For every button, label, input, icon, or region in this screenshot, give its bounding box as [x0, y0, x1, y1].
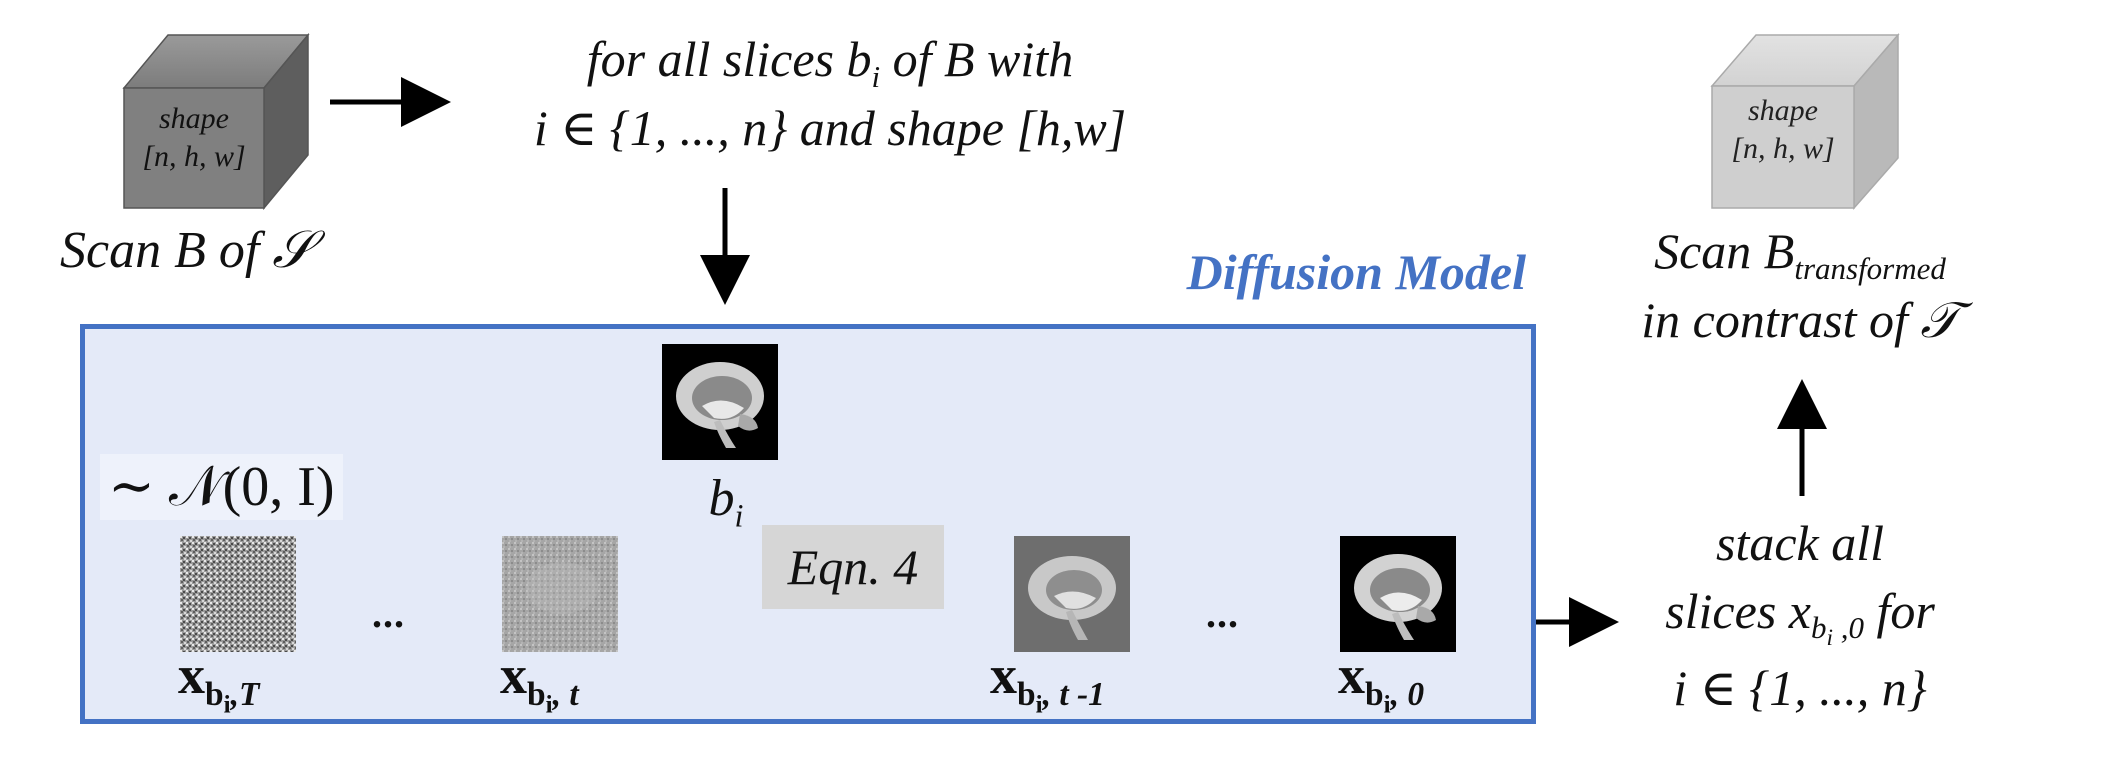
source-caption: Scan B of 𝒮 — [60, 222, 313, 279]
stack-line2-sub-b: b — [1810, 610, 1827, 646]
node-label-x0-base: x — [1338, 645, 1365, 705]
slices-line1-a: for all slices b — [586, 31, 872, 87]
source-cube — [122, 32, 310, 211]
stack-line1: stack all — [1715, 515, 1885, 571]
slices-description: for all slices bi of B with i ∈ {1, ...,… — [440, 28, 1220, 159]
brain-image-x0 — [1340, 536, 1456, 652]
node-label-xt: xbi, t — [500, 644, 579, 719]
noise-image-xT — [180, 536, 296, 652]
node-label-xT-sub-b: b — [205, 675, 224, 713]
condition-label-main: b — [708, 470, 735, 527]
stack-line3: i ∈ {1, ..., n} — [1673, 659, 1927, 716]
node-label-xT-base: x — [178, 645, 205, 705]
node-label-xT-sub-i: i — [223, 691, 231, 719]
stack-line2-b: for — [1863, 582, 1935, 639]
node-label-xt-minus-1-sub-b: b — [1017, 675, 1036, 713]
stack-line2-sub-i: i — [1826, 625, 1833, 652]
source-cube-label-line1: shape — [159, 102, 229, 135]
target-cube-label: shape [n, h, w] — [1712, 92, 1854, 167]
node-label-x0-sub-i: i — [1383, 691, 1391, 719]
target-cube-label-line1: shape — [1748, 94, 1818, 127]
target-caption-line2: in contrast of 𝒯 — [1641, 291, 1959, 348]
noise-distribution: ∼ 𝒩(0, I) — [100, 454, 343, 520]
condition-label-sub: i — [734, 497, 744, 534]
target-caption-sub: transformed — [1794, 250, 1946, 286]
target-caption-prefix: Scan B — [1654, 223, 1795, 279]
node-label-x0-sub-b: b — [1365, 675, 1384, 713]
stack-description: stack all slices xbi ,0 for i ∈ {1, ...,… — [1600, 510, 2000, 722]
diffusion-model-title: Diffusion Model — [1186, 244, 1526, 300]
noise-image-xt — [502, 536, 618, 652]
node-label-xt-minus-1-sub-i: i — [1035, 691, 1043, 719]
node-label-xt-minus-1: xbi, t -1 — [990, 644, 1105, 719]
slices-line1-b: of B with — [880, 31, 1074, 87]
condition-label: bi — [686, 466, 766, 536]
stack-line2-sub-rest: ,0 — [1832, 610, 1864, 646]
node-label-xt-minus-1-base: x — [990, 645, 1017, 705]
stack-line2-a: slices x — [1665, 582, 1811, 639]
brain-condition-image — [662, 344, 778, 460]
source-cube-label: shape [n, h, w] — [124, 100, 264, 175]
target-cube-label-line2: [n, h, w] — [1731, 131, 1835, 165]
target-caption: Scan Btransformed in contrast of 𝒯 — [1590, 220, 2010, 351]
source-cube-label-line2: [n, h, w] — [142, 139, 246, 173]
node-label-xt-sub-i: i — [545, 691, 553, 719]
node-label-xT: xbi,T — [178, 644, 259, 719]
brain-image-xt-minus-1 — [1014, 536, 1130, 652]
node-label-xt-sub-b: b — [527, 675, 546, 713]
node-label-x0-sub-rest: , 0 — [1390, 675, 1425, 713]
chain-dots-1: ... — [372, 591, 405, 636]
chain-dots-2: ... — [1206, 591, 1239, 636]
node-label-xt-minus-1-sub-rest: , t -1 — [1042, 675, 1105, 713]
slices-line1-sub: i — [871, 58, 881, 94]
equation-box: Eqn. 4 — [762, 525, 944, 609]
node-label-x0: xbi, 0 — [1338, 644, 1424, 719]
diffusion-model-panel — [80, 324, 1536, 724]
target-cube — [1710, 32, 1900, 210]
node-label-xt-sub-rest: , t — [552, 675, 579, 713]
slices-line2: i ∈ {1, ..., n} and shape [h,w] — [533, 99, 1127, 156]
node-label-xT-sub-rest: ,T — [230, 675, 260, 713]
node-label-xt-base: x — [500, 645, 527, 705]
